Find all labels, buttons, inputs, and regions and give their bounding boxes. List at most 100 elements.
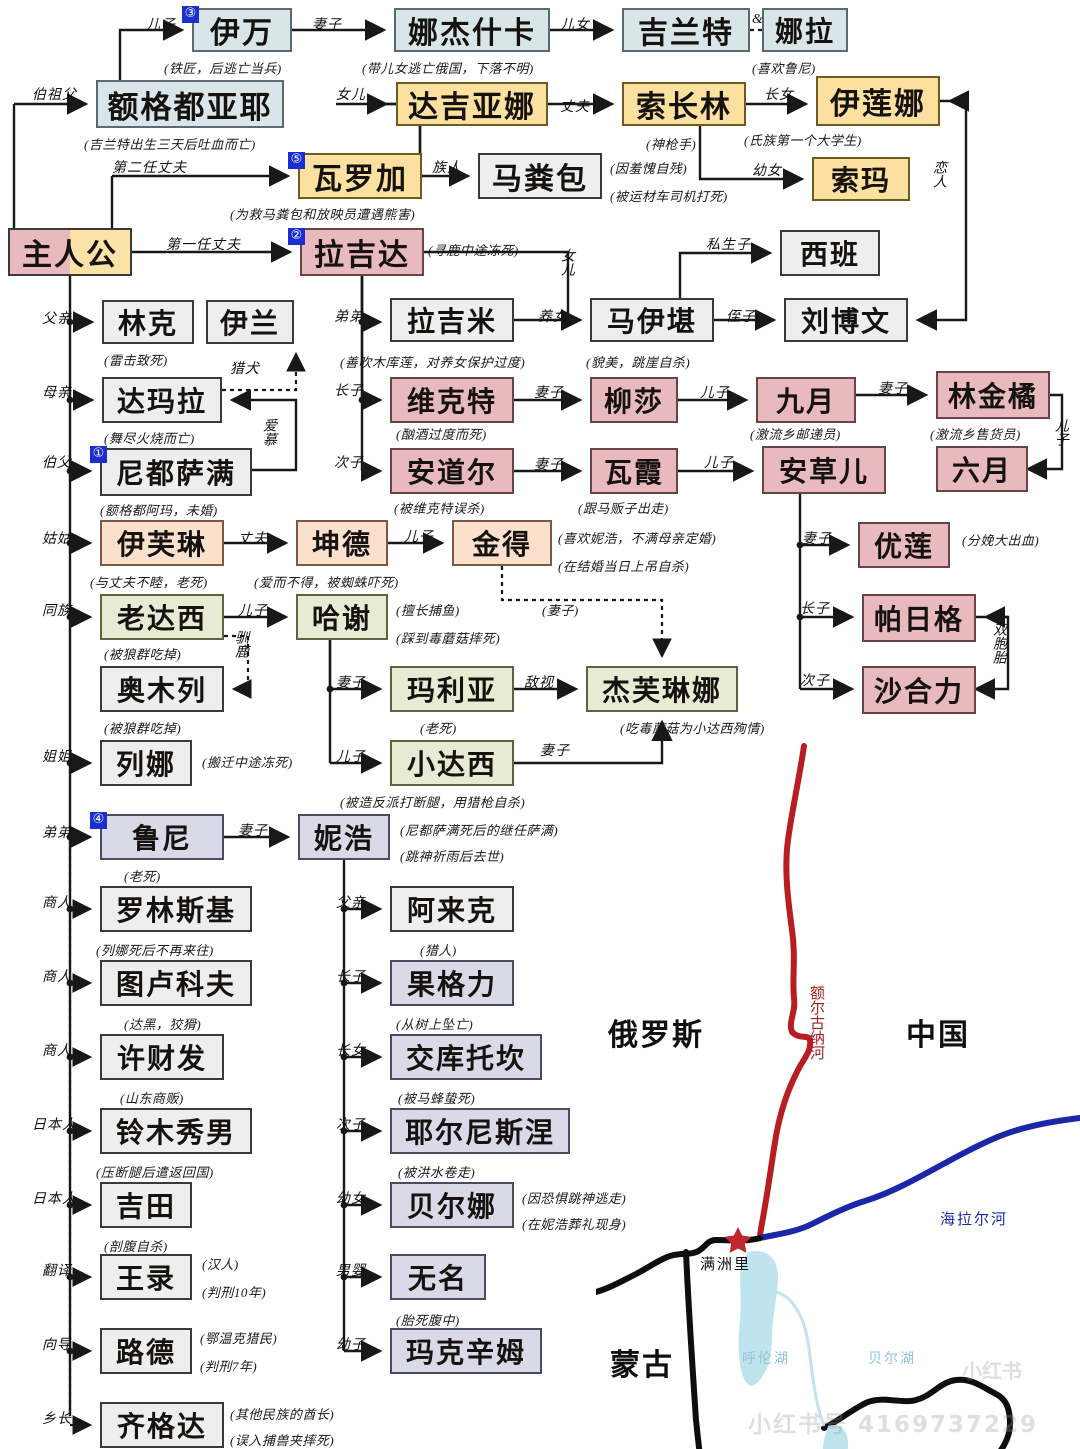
- person-node-yifulin[interactable]: 伊芙琳: [100, 520, 224, 566]
- person-node-egeduyaye[interactable]: 额格都亚耶: [96, 80, 284, 128]
- person-node-alaike[interactable]: 阿来克: [390, 886, 514, 932]
- relation-label: 私生子: [706, 238, 751, 253]
- relation-label: 父亲: [42, 312, 72, 327]
- relation-label: 姑姑: [42, 532, 72, 547]
- relation-label: 次子: [336, 1118, 366, 1133]
- person-node-linjinju[interactable]: 林金橘: [936, 371, 1050, 419]
- person-note: (神枪手): [646, 137, 697, 152]
- person-node-jitian[interactable]: 吉田: [100, 1182, 192, 1228]
- person-node-yilianna[interactable]: 伊莲娜: [816, 76, 940, 126]
- person-node-lude[interactable]: 路德: [100, 1328, 192, 1374]
- relation-label: 母亲: [42, 386, 72, 401]
- map-label: 额尔古纳河: [808, 985, 824, 1060]
- person-node-laodaxi[interactable]: 老达西: [100, 594, 224, 640]
- person-node-xiaodaxi[interactable]: 小达西: [390, 740, 514, 786]
- person-node-suoma[interactable]: 索玛: [812, 157, 910, 201]
- person-node-luolinsiji[interactable]: 罗林斯基: [100, 886, 252, 932]
- person-node-maliya[interactable]: 玛利亚: [390, 666, 514, 712]
- relation-label: 妻子: [336, 676, 366, 691]
- person-node-jiuyue[interactable]: 九月: [756, 377, 856, 423]
- person-note: (擅长捕鱼): [396, 603, 460, 618]
- person-node-weikete[interactable]: 维克特: [390, 377, 514, 423]
- person-node-liusha[interactable]: 柳莎: [590, 377, 678, 423]
- person-node-lajimi[interactable]: 拉吉米: [390, 298, 514, 342]
- relation-label: 伯祖父: [32, 88, 77, 103]
- person-node-dajiyana[interactable]: 达吉亚娜: [396, 82, 548, 126]
- relation-label: 商人: [42, 1044, 72, 1059]
- person-node-youlian[interactable]: 优莲: [858, 522, 950, 568]
- person-node-suochanglin[interactable]: 索长林: [622, 82, 746, 126]
- relation-label: 幼女: [752, 164, 782, 179]
- relation-label: 儿子: [404, 530, 434, 545]
- person-node-kunde[interactable]: 坤德: [296, 520, 388, 566]
- person-note: (雷击致死): [104, 353, 168, 368]
- person-node-makexinmu[interactable]: 玛克辛姆: [390, 1328, 542, 1374]
- person-node-beierna[interactable]: 贝尔娜: [390, 1182, 514, 1228]
- person-note: (被维克特误杀): [394, 501, 485, 516]
- person-node-guogeli[interactable]: 果格力: [390, 960, 514, 1006]
- person-node-waluojia[interactable]: 瓦罗加: [298, 153, 422, 199]
- relation-label: 族人: [432, 161, 462, 176]
- person-node-yiwan[interactable]: 伊万: [192, 8, 292, 52]
- person-node-lajida[interactable]: 拉吉达: [300, 228, 424, 276]
- beier-lake-shape: [822, 1425, 848, 1449]
- relation-label: 妻子: [540, 744, 570, 759]
- person-note: (跟马贩子出走): [578, 501, 669, 516]
- person-node-wanglu[interactable]: 王录: [100, 1254, 192, 1300]
- map-label: 满洲里: [700, 1257, 752, 1273]
- person-node-yeernisinie[interactable]: 耶尔尼斯涅: [390, 1108, 570, 1154]
- person-node-jiaokutuokan[interactable]: 交库托坎: [390, 1034, 542, 1080]
- person-note: (因恐惧跳神逃走): [522, 1191, 627, 1206]
- person-note: (舞尽火烧而亡): [104, 431, 195, 446]
- person-node-mafenbao[interactable]: 马粪包: [478, 153, 602, 199]
- person-note: (其他民族的酋长): [230, 1407, 335, 1422]
- person-node-shaheli[interactable]: 沙合力: [862, 666, 976, 714]
- person-node-damala[interactable]: 达玛拉: [102, 377, 222, 423]
- marriage-order-badge: ④: [90, 812, 107, 829]
- relation-label-vertical: 爱慕: [261, 418, 276, 446]
- person-node-lingmuxiunan[interactable]: 铃木秀男: [100, 1108, 252, 1154]
- person-node-aomulie[interactable]: 奥木列: [100, 666, 224, 712]
- person-note: (判刑7年): [200, 1359, 258, 1374]
- relation-label: 姐姐: [42, 750, 72, 765]
- person-note: (剖腹自杀): [104, 1239, 168, 1254]
- person-note: (从树上坠亡): [396, 1017, 474, 1032]
- person-node-linke[interactable]: 林克: [102, 300, 194, 344]
- relation-label: 弟弟: [334, 310, 364, 325]
- person-note: (喜欢妮浩，不满母亲定婚): [558, 531, 717, 546]
- person-node-waxia[interactable]: 瓦霞: [590, 448, 678, 494]
- person-node-haxie[interactable]: 哈谢: [296, 594, 388, 640]
- person-node-wuming[interactable]: 无名: [390, 1254, 486, 1300]
- person-node-jiefulinna[interactable]: 杰芙琳娜: [586, 666, 738, 712]
- person-node-tulukefu[interactable]: 图卢科夫: [100, 960, 252, 1006]
- person-note: (被洪水卷走): [398, 1165, 476, 1180]
- person-node-yilan[interactable]: 伊兰: [206, 300, 294, 344]
- person-node-zhurengong[interactable]: 主人公: [8, 228, 132, 276]
- relation-label: 日本人: [32, 1192, 77, 1207]
- watermark-id: 小红书号 4169737229: [748, 1412, 1039, 1438]
- person-node-nala[interactable]: 娜拉: [762, 8, 848, 52]
- person-node-andaoer[interactable]: 安道尔: [390, 448, 514, 494]
- person-node-liubowen[interactable]: 刘博文: [784, 298, 908, 342]
- person-node-nidusaman[interactable]: 尼都萨满: [100, 448, 252, 496]
- person-node-qigeda[interactable]: 齐格达: [100, 1402, 224, 1448]
- person-node-liena[interactable]: 列娜: [100, 740, 192, 786]
- person-node-najieshika[interactable]: 娜杰什卡: [394, 8, 550, 52]
- person-node-xiban[interactable]: 西班: [780, 230, 880, 276]
- person-node-xucaifa[interactable]: 许财发: [100, 1034, 224, 1080]
- person-note: (在结婚当日上吊自杀): [558, 559, 690, 574]
- person-node-mayikan[interactable]: 马伊堪: [590, 298, 714, 342]
- person-node-jinde[interactable]: 金得: [452, 520, 552, 566]
- person-node-jilante[interactable]: 吉兰特: [622, 8, 750, 52]
- relation-label: 伯父: [42, 456, 72, 471]
- relation-label: 长女: [764, 88, 794, 103]
- person-node-ancaoer[interactable]: 安草儿: [762, 446, 886, 494]
- person-node-luni[interactable]: 鲁尼: [100, 814, 224, 860]
- relation-label: 第一任丈夫: [166, 238, 241, 253]
- person-node-liuyue[interactable]: 六月: [936, 446, 1028, 492]
- person-node-parige[interactable]: 帕日格: [862, 594, 976, 642]
- relation-label: 次子: [800, 674, 830, 689]
- person-node-nihao[interactable]: 妮浩: [298, 814, 390, 860]
- relation-label: 同族: [42, 604, 72, 619]
